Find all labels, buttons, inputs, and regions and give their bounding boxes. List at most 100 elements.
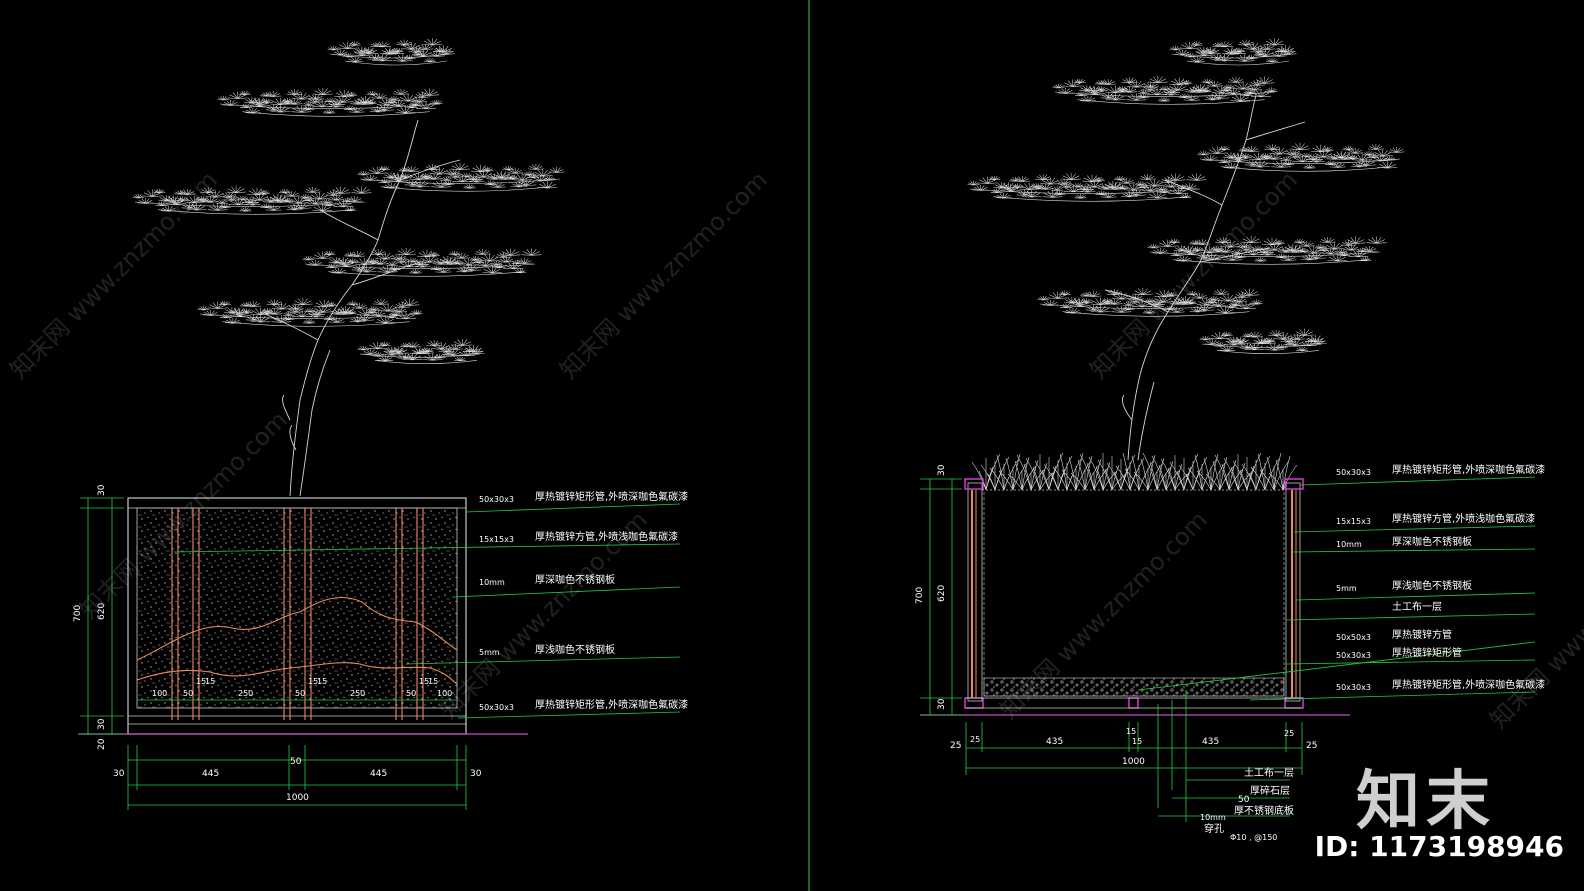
right-post-bottom-center [1128, 697, 1139, 709]
right-dim-total: 700 [915, 587, 925, 604]
left-tree-foliage-pad [197, 297, 423, 327]
right-annotations-leader [1295, 592, 1536, 601]
left-dim-top: 30 [97, 484, 107, 496]
left-inner-dim-label: 15 [205, 677, 215, 686]
left-annotations-leader [453, 586, 681, 598]
left-annotation-group: 50x30x3 厚热镀锌矩形管,外喷深咖色氟碳漆 15x15x3 厚热镀锌方管,外喷浅… [173, 490, 688, 719]
left-tree-foliage-pad [132, 185, 372, 215]
right-annotations-desc: 厚热镀锌方管,外喷浅咖色氟碳漆 [1392, 512, 1535, 525]
left-inner-dim-label: 250 [350, 689, 365, 698]
right-section: 30 620 700 30 25 25 435 15 15 435 25 25 … [915, 38, 1545, 842]
left-inner-dim-label: 15 [308, 677, 318, 686]
right-annotations-size: 50x30x3 [1336, 468, 1371, 477]
right-note-holes-label: 穿孔 [1204, 822, 1224, 835]
left-annotations-size: 50x30x3 [479, 495, 514, 504]
left-tree-foliage-pad [327, 38, 455, 66]
right-annotations-leader [1285, 613, 1536, 621]
grass-blades [971, 452, 1298, 491]
right-dim-edge2: 25 [970, 735, 980, 744]
right-grass-drawing [971, 452, 1298, 491]
left-dim-center: 50 [290, 757, 302, 767]
right-tree-foliage-pad [1199, 328, 1327, 354]
right-annotations-leader [1291, 548, 1536, 553]
right-post-top-right [1284, 478, 1304, 490]
left-annotations-desc: 厚深咖色不锈钢板 [535, 573, 615, 586]
image-id-label: ID: 1173198946 [1314, 830, 1564, 863]
right-tree-foliage-pad [967, 172, 1207, 202]
right-base-notes: 土工布一层 50 厚碎石层 10mm 厚不锈钢底板 穿孔 Φ10 , @150 [1157, 690, 1294, 842]
left-inner-dim-label: 15 [428, 677, 438, 686]
right-note-geotextile: 土工布一层 [1244, 766, 1294, 779]
left-inner-dim-label: 100 [152, 689, 167, 698]
left-inner-dim-label: 50 [295, 689, 305, 698]
right-annotations-desc: 厚热镀锌方管 [1392, 628, 1452, 641]
right-dim-edge3: 25 [1284, 729, 1294, 738]
right-post-top-left [964, 478, 984, 490]
left-annotations-desc: 厚热镀锌矩形管,外喷深咖色氟碳漆 [535, 490, 688, 503]
right-annotations-leader [1299, 476, 1536, 486]
left-tree-drawing [132, 38, 565, 497]
watermark-text: 知末网 www.znzmo.com [1084, 166, 1302, 384]
right-bottom-dimensions: 25 25 435 15 15 435 25 25 1000 [950, 722, 1317, 775]
left-inner-dim-label: 15 [317, 677, 327, 686]
right-dim-span2: 435 [1202, 737, 1219, 747]
left-inner-dim-label: 100 [437, 689, 452, 698]
left-annotations-leader [405, 656, 681, 665]
left-mountain-front [136, 662, 458, 685]
right-annotations-desc: 土工布一层 [1392, 600, 1442, 613]
left-dim-bottom: 30 [97, 718, 107, 730]
left-mountain-back [136, 596, 458, 661]
right-tree-foliage-pad [1169, 38, 1297, 66]
right-annotations-desc: 厚深咖色不锈钢板 [1392, 535, 1472, 548]
right-dim-bottom: 30 [937, 698, 947, 710]
left-dim-span2: 445 [370, 769, 387, 779]
left-dim-total: 700 [73, 605, 83, 622]
left-annotations-leader [173, 543, 681, 553]
right-tree-drawing [967, 38, 1405, 461]
left-tree-foliage-pad [357, 162, 565, 192]
left-planter-fill [137, 508, 457, 708]
right-note-plate: 厚不锈钢底板 [1234, 804, 1294, 817]
right-annotations-size: 15x15x3 [1336, 517, 1371, 526]
right-dim-top: 30 [937, 464, 947, 476]
right-tree-foliage-pad [1197, 142, 1405, 172]
left-annotations-size: 15x15x3 [479, 535, 514, 544]
right-planter [920, 478, 1350, 716]
right-note-gravel-size: 50 [1238, 795, 1250, 805]
right-tree-foliage-pad [1037, 287, 1263, 317]
left-inner-dim-label: 250 [238, 689, 253, 698]
left-tree-foliage-pad [357, 338, 485, 364]
right-annotations-desc: 厚热镀锌矩形管,外喷深咖色氟碳漆 [1392, 463, 1545, 476]
left-dim-span1: 445 [202, 769, 219, 779]
left-tube-group [171, 508, 424, 720]
right-dim-total-width: 1000 [1122, 757, 1145, 767]
right-annotations-desc: 厚浅咖色不锈钢板 [1392, 579, 1472, 592]
right-dim-mid: 620 [937, 585, 947, 602]
left-annotations-size: 5mm [479, 648, 500, 657]
left-dim-total-width: 1000 [286, 793, 309, 803]
right-dim-span1: 435 [1046, 737, 1063, 747]
right-annotations-size: 50x50x3 [1336, 633, 1371, 642]
left-annotations-size: 50x30x3 [479, 703, 514, 712]
left-vertical-dimensions: 30 620 700 30 20 [73, 484, 124, 750]
left-tree-foliage-pad [217, 87, 443, 117]
left-bottom-dimensions: 30 445 50 445 30 1000 [113, 745, 482, 810]
right-vertical-dimensions: 30 620 700 30 [915, 464, 962, 716]
brand-logo: 知末 [1356, 765, 1496, 839]
right-annotations-leader [1285, 659, 1536, 665]
right-annotations-leader [1293, 525, 1536, 533]
right-note-plate-size: 10mm [1200, 813, 1226, 822]
left-annotations-desc: 厚热镀锌方管,外喷浅咖色氟碳漆 [535, 530, 678, 543]
watermark-text: 知末网 www.znzmo.com [554, 166, 772, 384]
left-annotations-leader [457, 711, 681, 719]
right-annotations-size: 10mm [1336, 540, 1362, 549]
right-annotations-size: 50x30x3 [1336, 651, 1371, 660]
right-annotations-size: 50x30x3 [1336, 683, 1371, 692]
right-left-wall [967, 482, 983, 702]
left-inner-dim-label: 50 [183, 689, 193, 698]
right-note-gravel: 厚碎石层 [1250, 784, 1290, 797]
right-annotations-leader [1137, 641, 1536, 691]
